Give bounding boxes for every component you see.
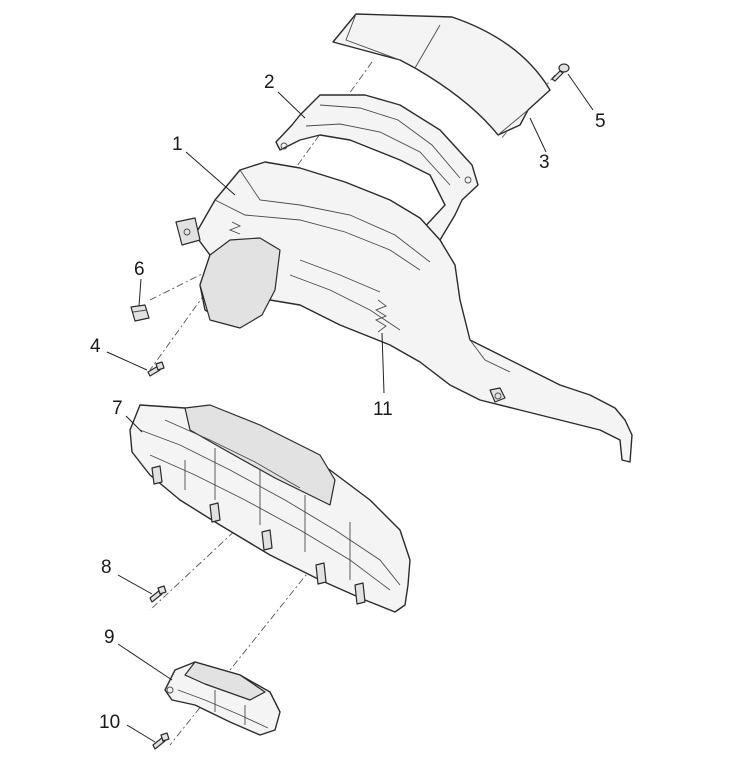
callout-1: 1 xyxy=(172,134,183,155)
part-9-connector-module xyxy=(164,661,281,736)
callout-11: 11 xyxy=(373,399,393,420)
part-3-upper-cover xyxy=(332,13,551,136)
callout-10: 10 xyxy=(99,712,120,733)
part-1-main-housing xyxy=(175,161,633,463)
part-4-screw xyxy=(147,361,165,377)
callout-5: 5 xyxy=(595,111,606,132)
part-7-instrument-cluster xyxy=(129,404,411,613)
callout-7: 7 xyxy=(112,398,123,419)
part-6-clip xyxy=(130,304,150,322)
leader-lines xyxy=(106,73,594,743)
callout-6: 6 xyxy=(134,259,145,280)
callout-2: 2 xyxy=(264,72,275,93)
part-8-screw xyxy=(149,585,167,603)
callout-3: 3 xyxy=(539,152,550,173)
part-11-spring xyxy=(228,221,388,333)
callout-labels: 1 2 3 4 5 6 7 8 9 10 11 xyxy=(90,72,606,733)
callout-9: 9 xyxy=(104,627,115,648)
callout-4: 4 xyxy=(90,336,101,357)
part-5-screw xyxy=(551,63,570,82)
part-10-screw xyxy=(152,732,170,750)
callout-8: 8 xyxy=(101,557,112,578)
